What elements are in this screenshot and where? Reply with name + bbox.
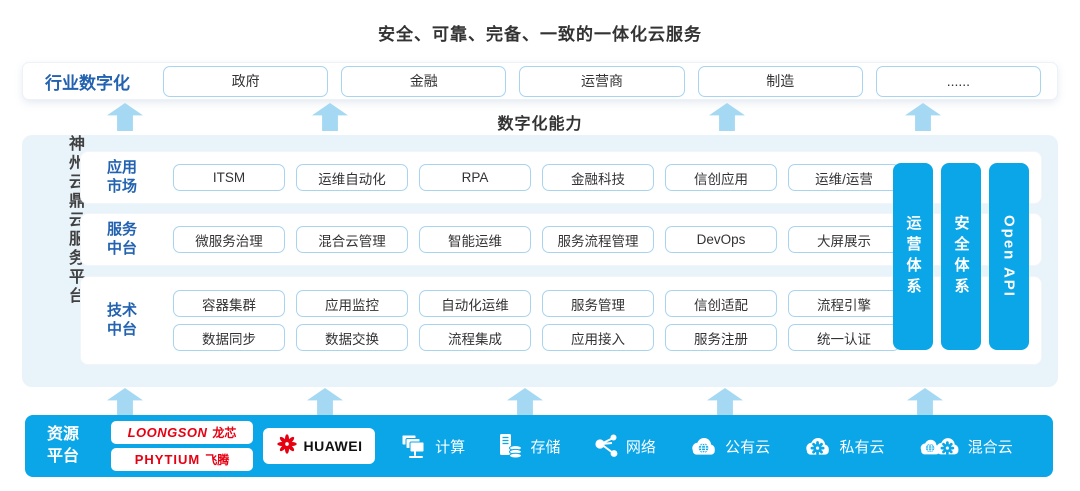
row-label: 应用 市场 xyxy=(107,159,151,197)
capability-box: RPA xyxy=(419,164,531,191)
platform-panel: 神州云鼎云服务平台 应用 市场 ITSM 运维自动化 RPA 金融科技 信创应用… xyxy=(22,135,1058,387)
capability-box: 流程集成 xyxy=(419,324,531,351)
public-cloud-icon xyxy=(688,434,718,458)
industry-box-more: ...... xyxy=(875,65,1042,97)
capability-box: 数据交换 xyxy=(296,324,408,351)
up-arrow-icon xyxy=(707,388,743,416)
capability-box-list: ITSM 运维自动化 RPA 金融科技 信创应用 运维/运营 xyxy=(173,164,900,191)
pillar-operations: 运营体系 xyxy=(893,163,933,350)
resource-item-list: 计算 存储 xyxy=(385,433,1029,459)
loongson-wordmark: LOONGSON xyxy=(127,425,208,440)
capability-box: 大屏展示 xyxy=(788,226,900,253)
capability-box: 自动化运维 xyxy=(419,290,531,317)
platform-name: 神州云鼎云服务平台 xyxy=(66,135,83,306)
resource-item-compute: 计算 xyxy=(401,433,465,459)
capability-box: 信创应用 xyxy=(665,164,777,191)
up-arrow-icon xyxy=(907,388,943,416)
industry-box-operator: 运营商 xyxy=(519,65,685,97)
resource-band-label: 资源 平台 xyxy=(47,424,99,467)
loongson-cn: 龙芯 xyxy=(212,426,237,440)
capability-box: 流程引擎 xyxy=(788,290,900,317)
capability-box-grid: 容器集群 应用监控 自动化运维 服务管理 信创适配 流程引擎 数据同步 数据交换… xyxy=(173,290,900,351)
industry-band: 行业数字化 政府 金融 运营商 制造 ...... xyxy=(22,62,1058,100)
phytium-logo: PHYTIUM 飞腾 xyxy=(111,448,253,471)
row-label-line1: 应用 xyxy=(107,158,138,176)
huawei-logo: HUAWEI xyxy=(263,428,375,464)
resource-item-label: 混合云 xyxy=(967,438,1013,456)
industry-box-government: 政府 xyxy=(163,65,329,97)
capability-box: 统一认证 xyxy=(788,324,900,351)
capability-box: 应用监控 xyxy=(296,290,408,317)
capability-label: 数字化能力 xyxy=(497,116,583,133)
capability-box: 应用接入 xyxy=(542,324,654,351)
resource-item-hybrid-cloud: 混合云 xyxy=(917,434,1013,458)
huawei-flower-icon xyxy=(276,433,298,460)
page-title: 安全、可靠、完备、一致的一体化云服务 xyxy=(378,25,702,44)
row-service-platform: 服务 中台 微服务治理 混合云管理 智能运维 服务流程管理 DevOps 大屏展… xyxy=(80,213,1042,266)
resource-item-public-cloud: 公有云 xyxy=(688,434,770,458)
resource-item-label: 存储 xyxy=(530,438,561,456)
resource-item-label: 计算 xyxy=(435,438,466,456)
capability-box-list: 微服务治理 混合云管理 智能运维 服务流程管理 DevOps 大屏展示 xyxy=(173,226,900,253)
industry-band-label: 行业数字化 xyxy=(45,73,130,93)
computing-icon xyxy=(401,433,428,459)
resource-item-label: 网络 xyxy=(625,438,656,456)
row-label-line2: 中台 xyxy=(107,320,138,338)
row-tech-platform: 技术 中台 容器集群 应用监控 自动化运维 服务管理 信创适配 流程引擎 数据同… xyxy=(80,276,1042,365)
huawei-wordmark: HUAWEI xyxy=(303,438,363,454)
capability-box: 混合云管理 xyxy=(296,226,408,253)
capability-box: 运维/运营 xyxy=(788,164,900,191)
up-arrow-icon xyxy=(507,388,543,416)
resource-item-label: 私有云 xyxy=(839,438,885,456)
industry-box-finance: 金融 xyxy=(341,65,507,97)
network-icon xyxy=(593,433,619,459)
capability-box: 服务注册 xyxy=(665,324,777,351)
industry-box-list: 政府 金融 运营商 制造 ...... xyxy=(163,65,1042,97)
up-arrow-icon xyxy=(107,388,143,416)
resource-label-line1: 资源 xyxy=(47,426,80,444)
resource-item-label: 公有云 xyxy=(725,438,771,456)
capability-box: DevOps xyxy=(665,226,777,253)
pillar-open-api: Open API xyxy=(989,163,1029,350)
industry-box-manufacturing: 制造 xyxy=(697,65,863,97)
row-label-line1: 服务 xyxy=(107,220,138,238)
hybrid-cloud-icon xyxy=(917,434,961,458)
capability-box-list: 数据同步 数据交换 流程集成 应用接入 服务注册 统一认证 xyxy=(173,324,900,351)
row-app-market: 应用 市场 ITSM 运维自动化 RPA 金融科技 信创应用 运维/运营 xyxy=(80,151,1042,204)
row-label: 技术 中台 xyxy=(107,302,151,340)
capability-box: 服务管理 xyxy=(542,290,654,317)
capability-box: 容器集群 xyxy=(173,290,285,317)
capability-box: 微服务治理 xyxy=(173,226,285,253)
capability-box: 信创适配 xyxy=(665,290,777,317)
capability-box: 数据同步 xyxy=(173,324,285,351)
phytium-cn: 飞腾 xyxy=(205,453,230,467)
resource-item-network: 网络 xyxy=(593,433,656,459)
storage-icon xyxy=(497,433,523,459)
capability-box-list: 容器集群 应用监控 自动化运维 服务管理 信创适配 流程引擎 xyxy=(173,290,900,317)
loongson-logo: LOONGSON 龙芯 xyxy=(111,421,253,444)
resource-label-line2: 平台 xyxy=(47,448,80,465)
chip-logo-stack: LOONGSON 龙芯 PHYTIUM 飞腾 xyxy=(111,421,253,471)
resource-item-storage: 存储 xyxy=(497,433,561,459)
row-label-line2: 市场 xyxy=(107,177,138,195)
up-arrow-icon xyxy=(307,388,343,416)
resource-item-private-cloud: 私有云 xyxy=(802,434,884,458)
capability-box: 金融科技 xyxy=(542,164,654,191)
capability-box: 运维自动化 xyxy=(296,164,408,191)
row-label: 服务 中台 xyxy=(107,221,151,259)
capability-box: 服务流程管理 xyxy=(542,226,654,253)
resource-band: 资源 平台 LOONGSON 龙芯 PHYTIUM 飞腾 xyxy=(25,415,1053,477)
phytium-wordmark: PHYTIUM xyxy=(134,452,201,467)
row-label-line1: 技术 xyxy=(107,301,138,319)
row-label-line2: 中台 xyxy=(107,239,138,257)
private-cloud-icon xyxy=(802,434,832,458)
capability-box: 智能运维 xyxy=(419,226,531,253)
pillar-security: 安全体系 xyxy=(941,163,981,350)
capability-box: ITSM xyxy=(173,164,285,191)
